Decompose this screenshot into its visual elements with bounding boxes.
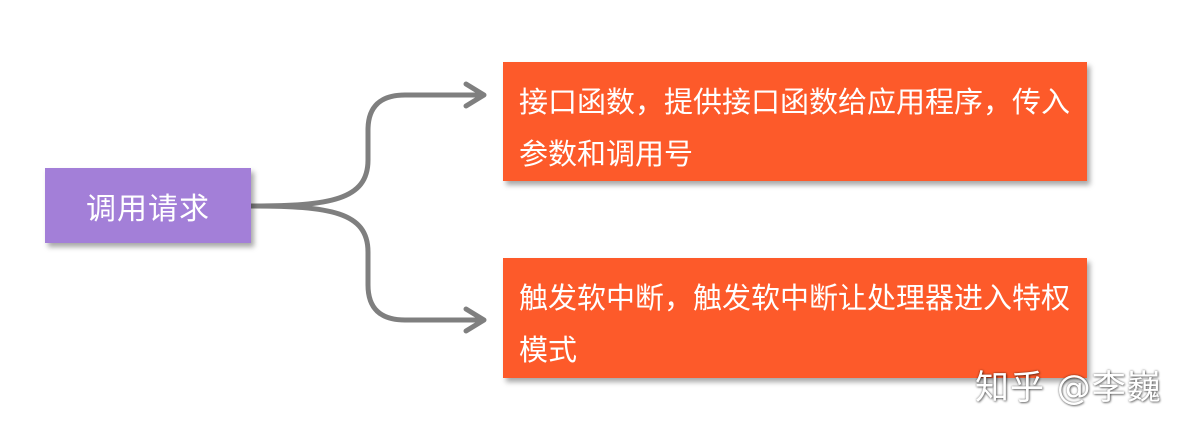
branch-node-software-interrupt: 触发软中断，触发软中断让处理器进入特权模式 [503,258,1087,378]
arrowhead-top [463,81,487,109]
watermark: 知乎 @李巍 [975,368,1162,408]
connector-to-bottom [248,203,485,323]
connector-lines [248,81,487,334]
connector-to-top [248,92,485,209]
branch-node-interface-function: 接口函数，提供接口函数给应用程序，传入参数和调用号 [503,62,1087,181]
arrowhead-bottom [463,306,487,334]
root-node: 调用请求 [45,168,251,243]
